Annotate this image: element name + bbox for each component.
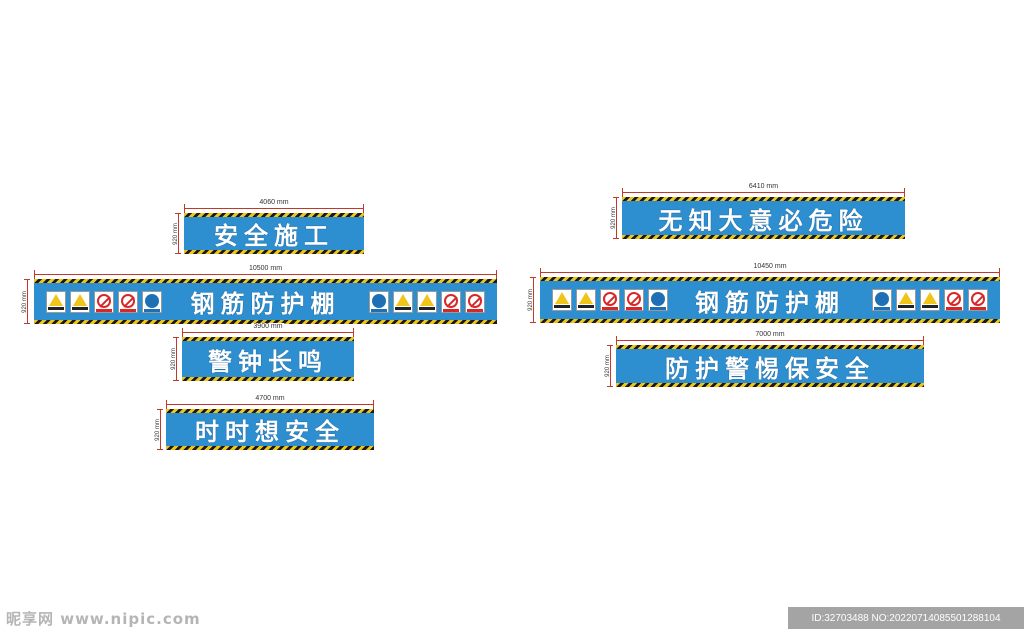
watermark-image-id: ID:32703488 NO:20220714085501288104 [788,607,1024,629]
mandatory-sign-icon [648,289,668,311]
prohibition-sign-icon [94,290,114,313]
height-dimension: 920 mm [172,213,181,254]
height-dimension: 920 mm [154,409,163,450]
height-dimension: 920 mm [604,345,613,387]
banner-text: 钢筋防护棚 [190,290,341,318]
warning-sign-icon [393,290,413,313]
banner-jingzhong-changming: 3900 mm 920 mm 警钟长鸣 [171,323,354,381]
banner-text: 安全施工 [214,222,334,250]
mandatory-sign-icon [142,290,162,313]
width-label: 7000 mm [753,331,787,338]
warning-sign-icon [896,289,916,311]
width-dimension: 10450 mm [540,263,1000,277]
mandatory-sign-icon [369,290,389,313]
banner-panel: 安全施工 [184,213,364,254]
banner-text: 防护警惕保安全 [665,354,875,383]
height-dimension: 920 mm [170,337,179,381]
banner-text: 钢筋防护棚 [695,288,845,317]
height-dimension: 920 mm [21,279,30,324]
height-label: 920 mm [170,348,177,370]
safety-signs-group [46,290,162,313]
height-label: 920 mm [527,289,534,311]
prohibition-sign-icon [944,289,964,311]
height-label: 920 mm [172,222,179,245]
width-dimension: 10500 mm [34,265,497,279]
width-dimension: 7000 mm [616,331,924,345]
width-dimension: 6410 mm [622,183,905,197]
height-label: 920 mm [154,418,161,441]
warning-sign-icon [70,290,90,313]
prohibition-sign-icon [600,289,620,311]
safety-signs-group [369,290,485,313]
banner-panel: 防护警惕保安全 [616,345,924,387]
banner-wuzhi-dayi-bi-weixian: 6410 mm 920 mm 无知大意必危险 [611,183,905,239]
warning-sign-icon [46,290,66,313]
width-label: 4700 mm [253,395,287,402]
height-dimension: 920 mm [527,277,536,323]
width-dimension: 4700 mm [166,395,374,409]
banner-panel: 警钟长鸣 [182,337,354,381]
banner-gangjin-fanghupeng-left: 10500 mm 920 mm 钢筋防护棚 [22,265,497,324]
width-label: 3900 mm [251,323,285,330]
warning-sign-icon [552,289,572,311]
height-label: 920 mm [610,207,617,229]
width-label: 4060 mm [257,199,291,206]
prohibition-sign-icon [118,290,138,313]
safety-signs-group [552,289,668,311]
width-dimension: 4060 mm [184,199,364,213]
height-label: 920 mm [604,355,611,377]
banner-anquan-shigong: 4060 mm 920 mm 安全施工 [173,199,364,254]
warning-sign-icon [576,289,596,311]
width-label: 10450 mm [751,263,789,270]
banner-panel: 无知大意必危险 [622,197,905,239]
width-dimension: 3900 mm [182,323,354,337]
banner-fanghu-jingti-bao-anquan: 7000 mm 920 mm 防护警惕保安全 [605,331,924,387]
warning-sign-icon [920,289,940,311]
prohibition-sign-icon [624,289,644,311]
warning-sign-icon [417,290,437,313]
banner-panel: 钢筋防护棚 [34,279,497,324]
banner-panel: 钢筋防护棚 [540,277,1000,323]
banner-text: 警钟长鸣 [208,347,328,376]
mandatory-sign-icon [872,289,892,311]
width-label: 10500 mm [246,265,285,272]
banner-text: 无知大意必危险 [658,206,869,235]
height-label: 920 mm [21,290,28,313]
banner-text: 时时想安全 [195,418,345,446]
banner-panel: 时时想安全 [166,409,374,450]
prohibition-sign-icon [465,290,485,313]
height-dimension: 920 mm [610,197,619,239]
banner-shishi-xiang-anquan: 4700 mm 920 mm 时时想安全 [155,395,374,450]
banner-gangjin-fanghupeng-right: 10450 mm 920 mm 钢筋防护棚 [528,263,1000,323]
width-label: 6410 mm [746,183,781,190]
prohibition-sign-icon [968,289,988,311]
prohibition-sign-icon [441,290,461,313]
safety-signs-group [872,289,988,311]
watermark-nipic-logo: 昵享网 www.nipic.com [6,610,201,628]
